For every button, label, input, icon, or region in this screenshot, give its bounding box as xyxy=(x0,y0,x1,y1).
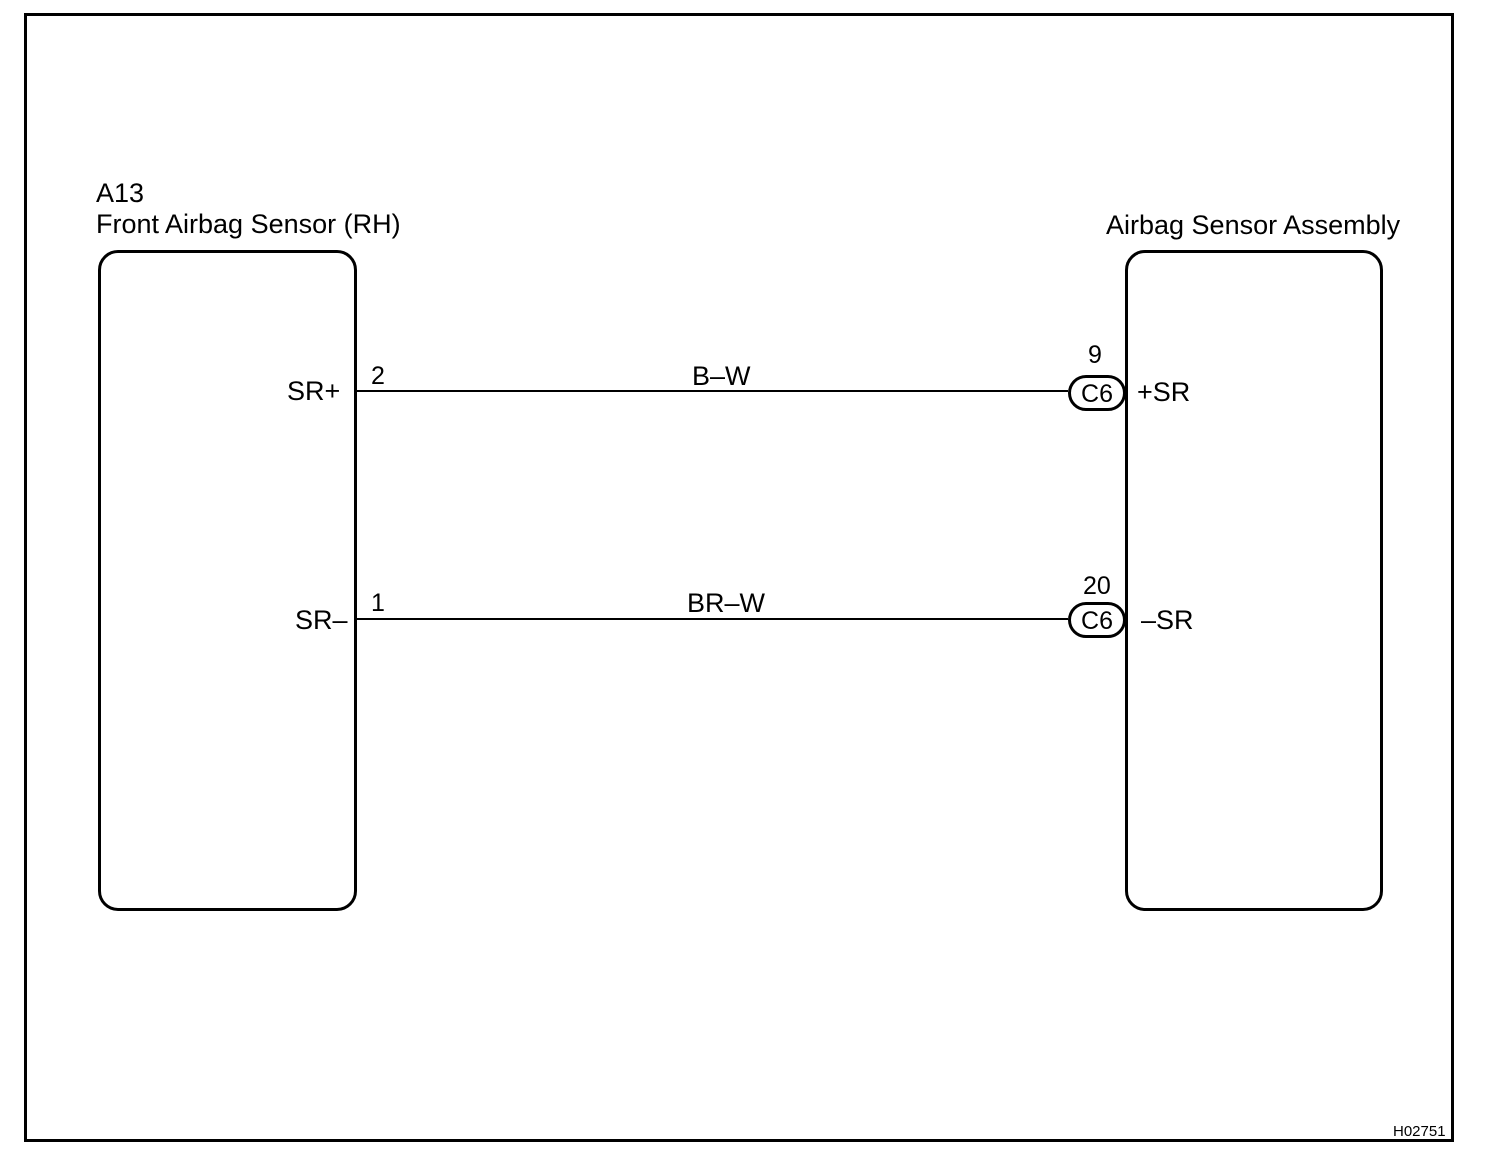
wire-label-b-w: B–W xyxy=(692,361,751,391)
wire-label-br-w: BR–W xyxy=(687,588,766,618)
wire-b-w xyxy=(356,390,1068,392)
left-pin-label-sr-minus: SR– xyxy=(295,605,348,635)
right-pin-label-minus-sr: –SR xyxy=(1141,605,1194,635)
left-pin-number-2: 2 xyxy=(371,362,385,390)
left-component-name: Front Airbag Sensor (RH) xyxy=(96,209,401,239)
connector-c6-upper: C6 xyxy=(1068,375,1126,411)
right-pin-number-20: 20 xyxy=(1083,572,1111,600)
left-component-code: A13 xyxy=(96,178,145,208)
wire-br-w xyxy=(356,618,1068,620)
left-pin-label-sr-plus: SR+ xyxy=(287,376,341,406)
figure-id: H02751 xyxy=(1393,1123,1446,1140)
connector-c6-lower: C6 xyxy=(1068,602,1126,638)
diagram-frame xyxy=(24,13,1454,1142)
left-pin-number-1: 1 xyxy=(371,589,385,617)
right-pin-number-9: 9 xyxy=(1088,341,1102,369)
right-pin-label-plus-sr: +SR xyxy=(1137,377,1191,407)
right-component-name: Airbag Sensor Assembly xyxy=(1106,210,1401,240)
right-component-box xyxy=(1125,250,1383,911)
left-component-box xyxy=(98,250,357,911)
